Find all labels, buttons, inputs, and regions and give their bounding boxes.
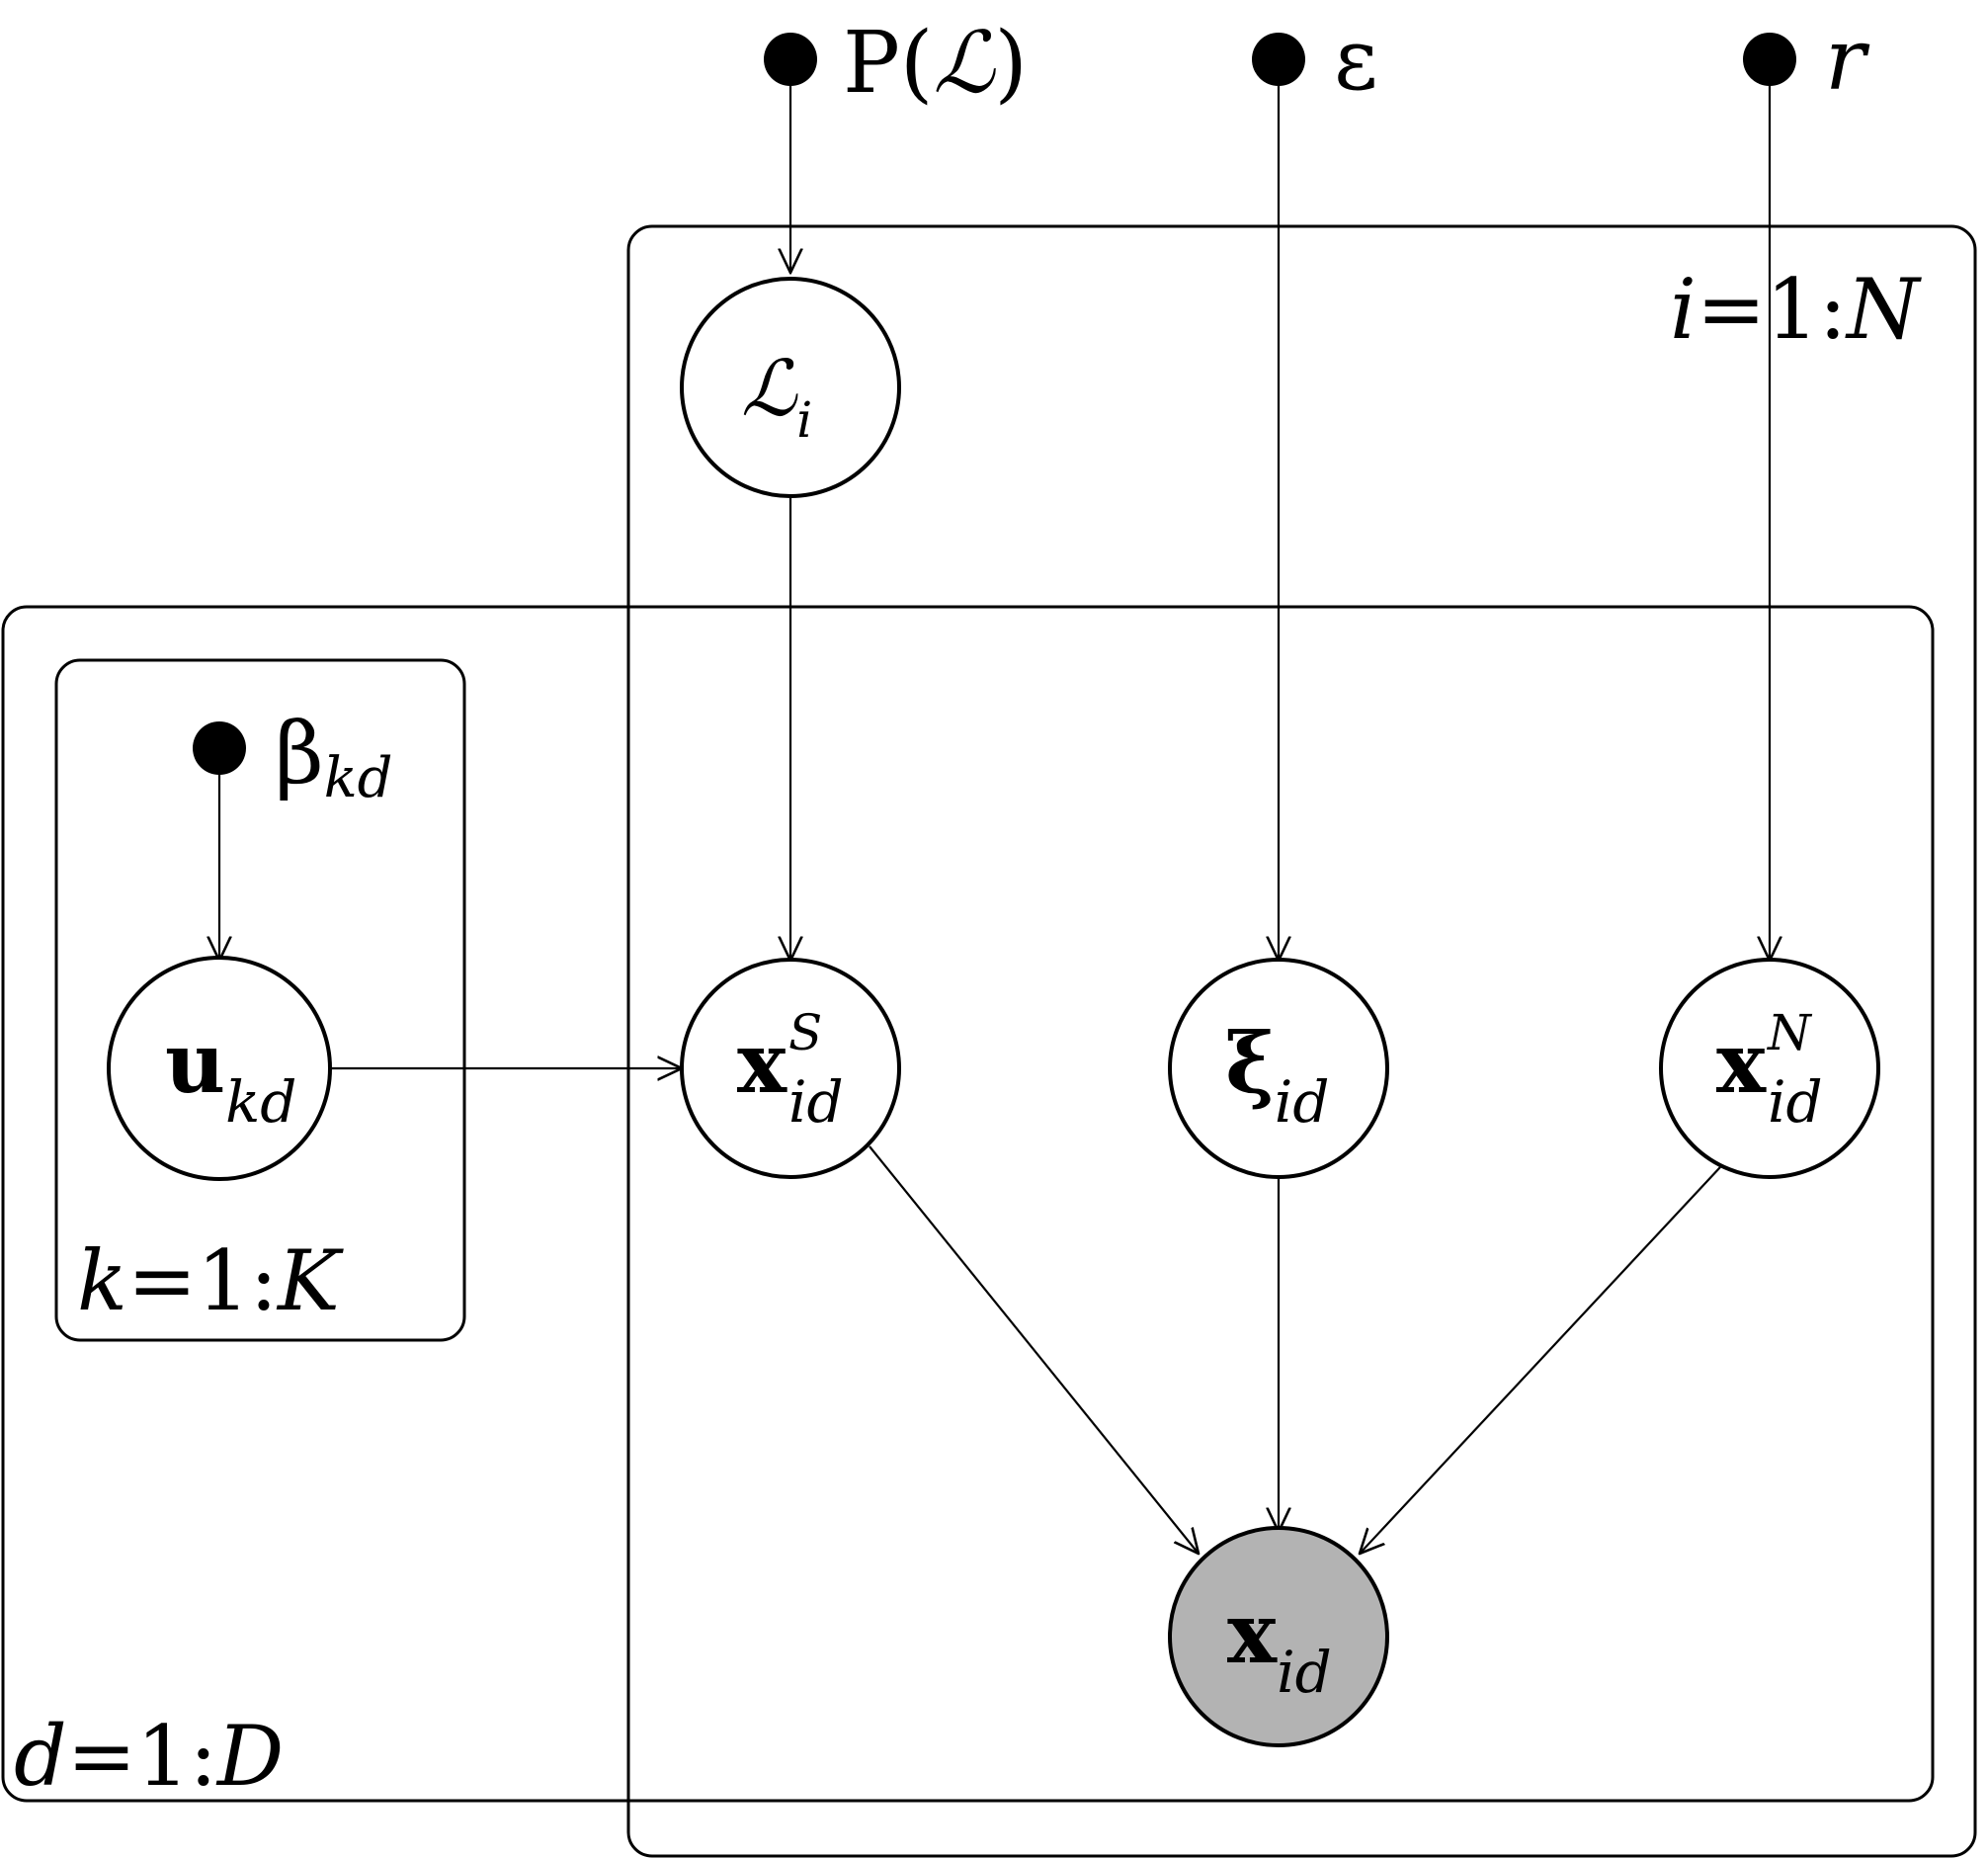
plate-k <box>54 658 466 1342</box>
label-u: ukd <box>165 1014 296 1136</box>
label-x: xid <box>1227 1584 1332 1706</box>
label-p-l: P(ℒ) <box>843 14 1028 113</box>
label-epsilon: ε <box>1334 11 1378 110</box>
label-xs: x <box>737 1014 787 1112</box>
edge-xs-to-x <box>869 1145 1199 1554</box>
label-xi: ξid <box>1225 1014 1329 1136</box>
dot-epsilon <box>1252 33 1305 86</box>
node-xn <box>1659 958 1880 1179</box>
label-xn-sup: N <box>1767 1004 1813 1061</box>
label-l: ℒi <box>741 345 812 449</box>
dot-p-l <box>764 33 817 86</box>
node-xs <box>680 958 901 1179</box>
dot-beta <box>193 721 246 775</box>
plate-label-d: d=1:D <box>14 1708 284 1805</box>
dot-r <box>1743 33 1796 86</box>
node-u <box>107 956 332 1181</box>
node-x-observed <box>1168 1526 1389 1747</box>
label-r: r <box>1825 11 1870 110</box>
plate-d <box>1 605 1935 1803</box>
plate-label-k: k=1:K <box>77 1232 344 1329</box>
label-xs-sub: id <box>788 1068 844 1136</box>
plate-i <box>626 224 1977 1858</box>
label-xn-sub: id <box>1768 1068 1823 1136</box>
node-xi <box>1168 958 1389 1179</box>
node-l <box>680 277 901 498</box>
label-xn: x <box>1716 1014 1767 1112</box>
plate-label-i: i=1:N <box>1670 261 1922 358</box>
label-beta: βkd <box>275 705 393 810</box>
label-xs-sup: S <box>788 1004 822 1061</box>
edge-xn-to-x <box>1360 1166 1721 1554</box>
